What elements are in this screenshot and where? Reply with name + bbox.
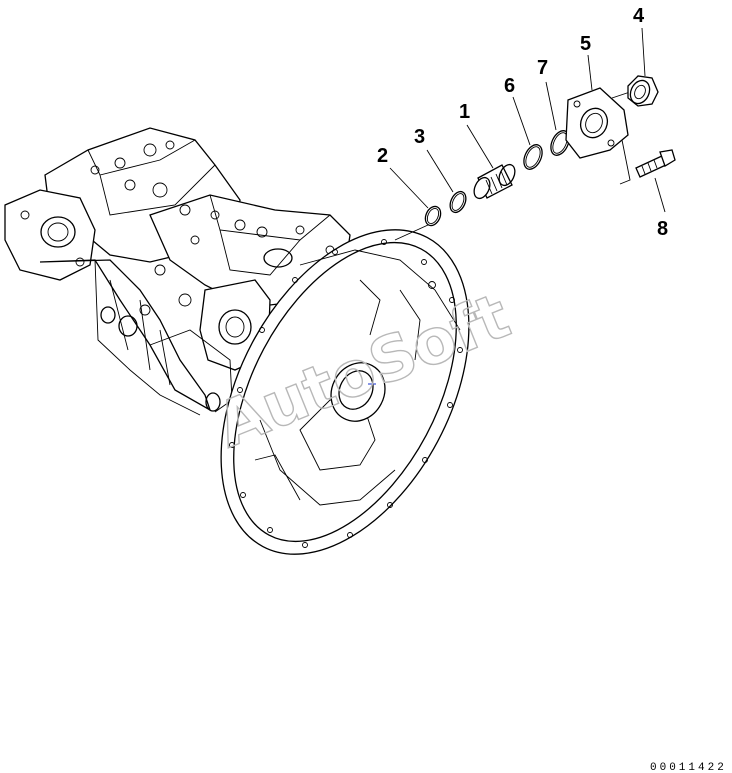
ring-part-6 bbox=[523, 144, 543, 170]
bolt-part-8 bbox=[635, 149, 676, 178]
exploded-parts bbox=[394, 75, 676, 241]
fitting-part-1 bbox=[473, 163, 516, 200]
housing-bolt-holes bbox=[229, 239, 463, 548]
pump-assembly-drawing bbox=[4, 127, 351, 416]
callout-8: 8 bbox=[657, 218, 668, 240]
callout-7: 7 bbox=[537, 57, 548, 79]
flywheel-housing-drawing bbox=[220, 229, 470, 555]
callout-1: 1 bbox=[459, 101, 470, 123]
callout-6: 6 bbox=[504, 75, 515, 97]
ring-part-3 bbox=[449, 190, 467, 214]
document-number: 00011422 bbox=[650, 762, 727, 773]
callout-5: 5 bbox=[580, 33, 591, 55]
flange-part-5 bbox=[565, 87, 629, 159]
callout-4: 4 bbox=[633, 5, 645, 27]
ring-part-7 bbox=[550, 130, 570, 156]
callout-numbers: 1 2 3 4 5 6 7 8 bbox=[377, 5, 668, 240]
o-ring-part-2 bbox=[424, 205, 442, 227]
callout-2: 2 bbox=[377, 145, 388, 167]
leader-lines bbox=[389, 27, 666, 213]
callout-3: 3 bbox=[414, 126, 425, 148]
nut-part-4 bbox=[627, 75, 659, 107]
